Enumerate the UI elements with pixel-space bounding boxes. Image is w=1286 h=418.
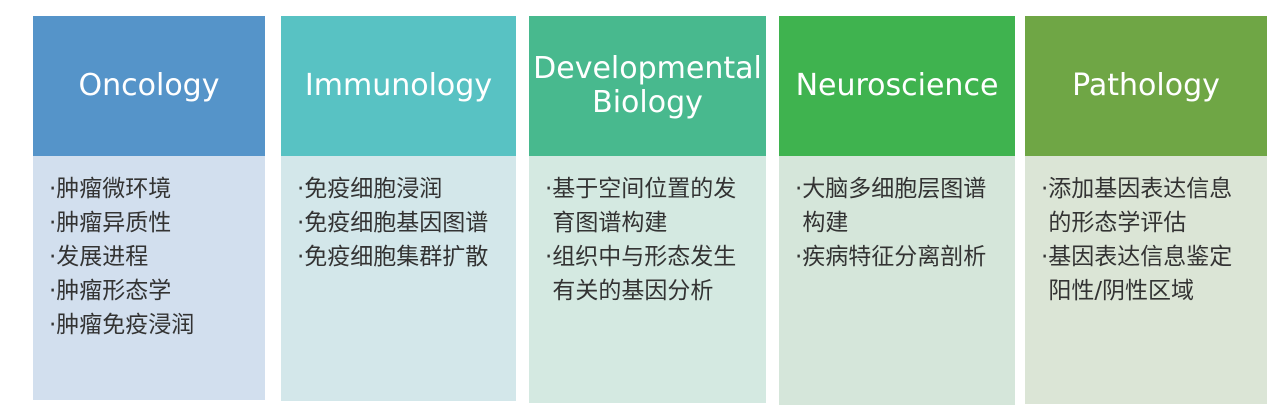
- list-item: ·免疫细胞基因图谱: [297, 210, 489, 236]
- column-title: Developmental Biology: [533, 50, 762, 120]
- list-item: ·肿瘤形态学: [49, 278, 172, 304]
- item-list: ·添加基因表达信息 的形态学评估 ·基因表达信息鉴定 阳性/阴性区域: [1041, 172, 1267, 308]
- list-item: ·肿瘤微环境: [49, 176, 172, 202]
- column-body: ·肿瘤微环境 ·肿瘤异质性 ·发展进程 ·肿瘤形态学 ·肿瘤免疫浸润: [33, 156, 265, 400]
- item-list: ·肿瘤微环境 ·肿瘤异质性 ·发展进程 ·肿瘤形态学 ·肿瘤免疫浸润: [49, 172, 265, 342]
- column-body: ·免疫细胞浸润 ·免疫细胞基因图谱 ·免疫细胞集群扩散: [281, 156, 516, 401]
- column-developmental-biology: Developmental Biology ·基于空间位置的发 育图谱构建 ·组…: [529, 16, 766, 403]
- list-item: ·疾病特征分离剖析: [795, 244, 987, 270]
- list-item: ·大脑多细胞层图谱 构建: [795, 176, 987, 236]
- list-item: ·肿瘤异质性: [49, 210, 172, 236]
- column-header: Oncology: [33, 16, 265, 156]
- item-list: ·基于空间位置的发 育图谱构建 ·组织中与形态发生 有关的基因分析: [545, 172, 766, 308]
- item-list: ·大脑多细胞层图谱 构建 ·疾病特征分离剖析: [795, 172, 1015, 274]
- list-item: ·添加基因表达信息 的形态学评估: [1041, 176, 1233, 236]
- column-title: Immunology: [304, 67, 493, 103]
- column-pathology: Pathology ·添加基因表达信息 的形态学评估 ·基因表达信息鉴定 阳性/…: [1025, 16, 1267, 404]
- column-neuroscience: Neuroscience ·大脑多细胞层图谱 构建 ·疾病特征分离剖析: [779, 16, 1015, 405]
- list-item: ·发展进程: [49, 244, 149, 270]
- column-body: ·基于空间位置的发 育图谱构建 ·组织中与形态发生 有关的基因分析: [529, 156, 766, 403]
- list-item: ·免疫细胞浸润: [297, 176, 443, 202]
- list-item: ·基于空间位置的发 育图谱构建: [545, 176, 737, 236]
- column-title: Pathology: [1072, 67, 1220, 103]
- column-title: Neuroscience: [795, 67, 999, 103]
- column-immunology: Immunology ·免疫细胞浸润 ·免疫细胞基因图谱 ·免疫细胞集群扩散: [281, 16, 516, 401]
- column-body: ·添加基因表达信息 的形态学评估 ·基因表达信息鉴定 阳性/阴性区域: [1025, 156, 1267, 404]
- list-item: ·免疫细胞集群扩散: [297, 244, 489, 270]
- list-item: ·基因表达信息鉴定 阳性/阴性区域: [1041, 244, 1233, 304]
- column-header: Neuroscience: [779, 16, 1015, 156]
- column-title: Oncology: [78, 67, 220, 103]
- column-header: Pathology: [1025, 16, 1267, 156]
- column-oncology: Oncology ·肿瘤微环境 ·肿瘤异质性 ·发展进程 ·肿瘤形态学 ·肿瘤免…: [33, 16, 265, 400]
- list-item: ·肿瘤免疫浸润: [49, 312, 195, 338]
- list-item: ·组织中与形态发生 有关的基因分析: [545, 244, 737, 304]
- item-list: ·免疫细胞浸润 ·免疫细胞基因图谱 ·免疫细胞集群扩散: [297, 172, 516, 274]
- column-header: Immunology: [281, 16, 516, 156]
- column-header: Developmental Biology: [529, 16, 766, 156]
- column-body: ·大脑多细胞层图谱 构建 ·疾病特征分离剖析: [779, 156, 1015, 405]
